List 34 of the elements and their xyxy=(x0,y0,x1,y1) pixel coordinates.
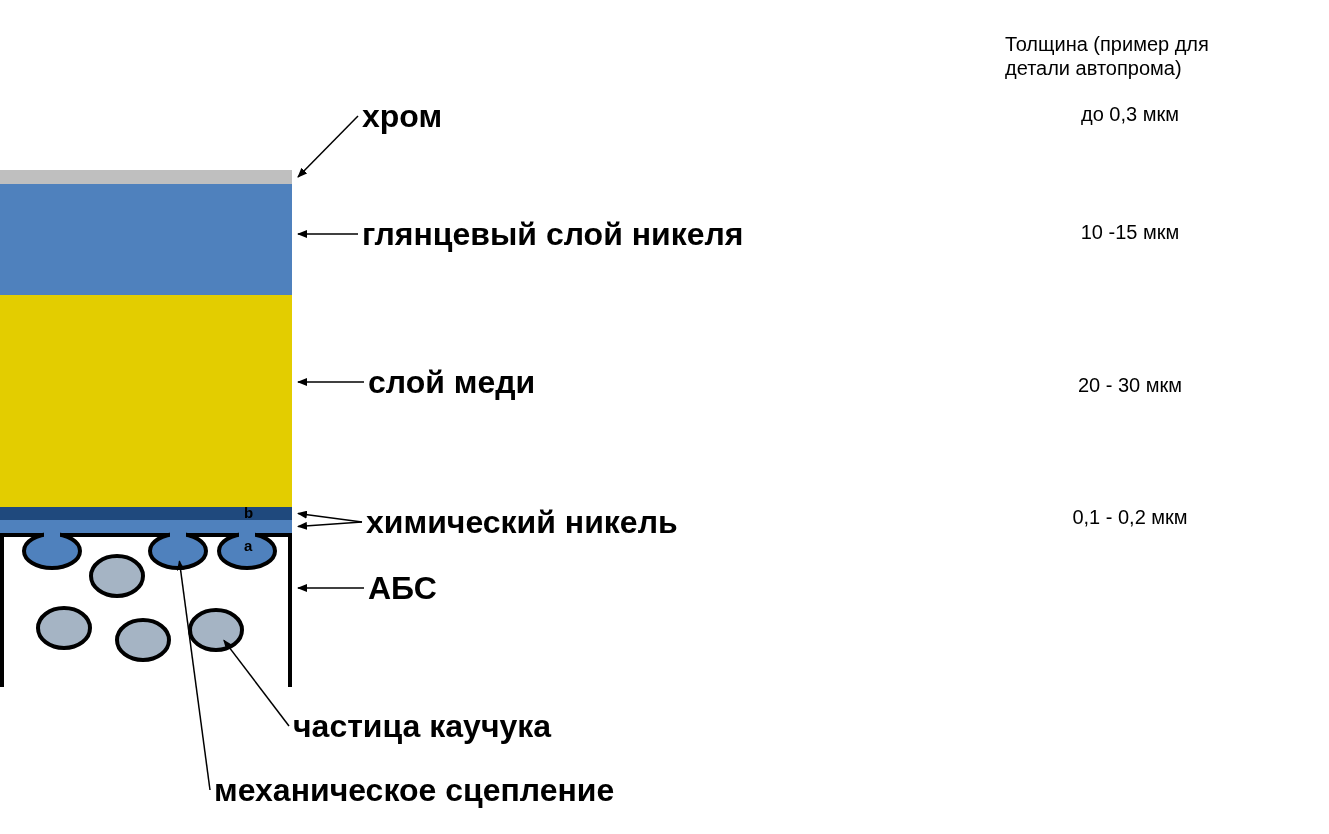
layer-label: глянцевый слой никеля xyxy=(362,214,744,254)
layer-label: АБС xyxy=(368,568,437,608)
leader-arrow xyxy=(297,584,365,592)
leader-arrow xyxy=(297,115,359,178)
leader-arrow xyxy=(297,521,363,530)
column-heading: Толщина (пример для детали автопрома) xyxy=(1005,32,1210,80)
rubber-particle xyxy=(36,606,92,650)
leader-arrow xyxy=(223,639,290,727)
rubber-particle xyxy=(115,618,171,662)
rubber-particle xyxy=(188,608,244,652)
thickness-value: 20 - 30 мкм xyxy=(1076,373,1184,397)
anchor-bump xyxy=(217,530,277,570)
chrome-layer xyxy=(0,170,292,184)
anchor-bump xyxy=(22,530,82,570)
anchor-bump xyxy=(148,530,208,570)
layer-label: слой меди xyxy=(368,362,536,402)
layer-letter: a xyxy=(244,537,253,555)
rubber-particle xyxy=(89,554,145,598)
leader-arrow xyxy=(297,230,359,238)
nickel-layer xyxy=(0,520,292,533)
layer-label: химический никель xyxy=(366,502,678,542)
layer-label: хром xyxy=(362,96,443,136)
thickness-value: до 0,3 мкм xyxy=(1080,102,1180,126)
layer-letter: b xyxy=(244,504,254,522)
abs-substrate xyxy=(0,533,292,687)
nickel-layer xyxy=(0,184,292,295)
nickel-layer xyxy=(0,507,292,520)
thickness-value: 10 -15 мкм xyxy=(1079,220,1181,244)
leader-arrow xyxy=(176,560,211,791)
layer-label: механическое сцепление xyxy=(214,770,615,810)
layer-label: частица каучука xyxy=(293,706,552,746)
thickness-value: 0,1 - 0,2 мкм xyxy=(1071,505,1189,529)
copper-layer xyxy=(0,295,292,507)
leader-arrow xyxy=(297,378,365,386)
